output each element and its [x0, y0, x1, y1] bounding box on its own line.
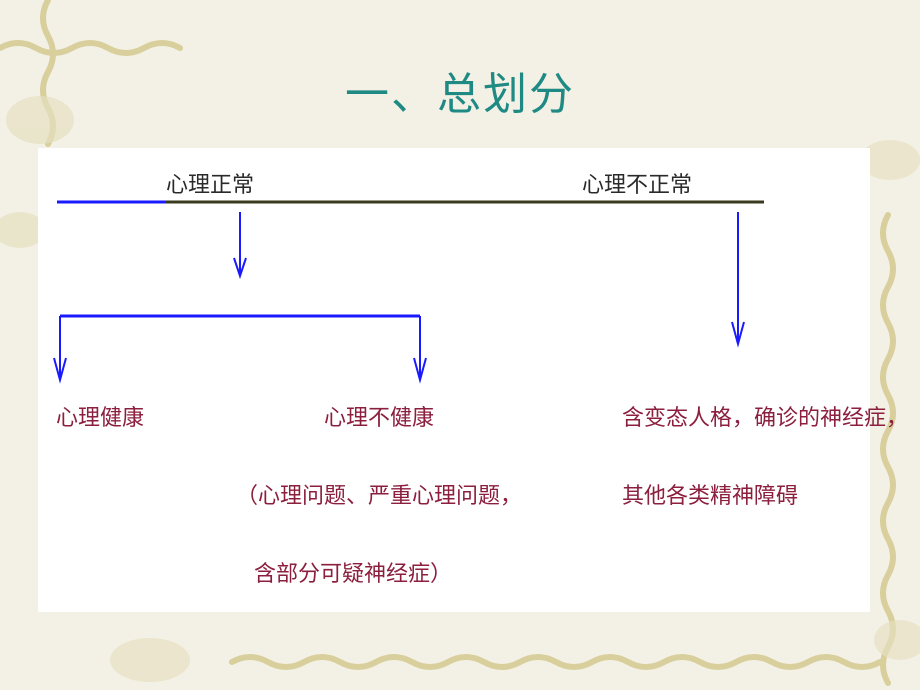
label-unhealthy-note-2: 含部分可疑神经症）	[254, 562, 453, 587]
label-mental-unhealthy: 心理不健康	[324, 406, 435, 431]
arrowhead-healthy	[53, 357, 67, 384]
leaf-shape	[0, 212, 46, 248]
label-mental-normal: 心理正常	[166, 173, 255, 198]
leaf-shape	[860, 140, 920, 180]
leaf-shape	[110, 638, 190, 682]
vine-top-left	[0, 40, 183, 56]
leaf-shape	[6, 96, 74, 144]
vine-right-vertical	[880, 212, 896, 686]
label-mental-healthy: 心理健康	[56, 406, 145, 431]
leaf-shape	[874, 620, 920, 660]
label-unhealthy-note-1: （心理问题、严重心理问题，	[236, 484, 523, 509]
arrowhead-normal	[233, 257, 247, 280]
arrowhead-abnormal	[731, 321, 745, 348]
vine-bottom	[229, 654, 883, 670]
slide-title: 一、总划分	[345, 69, 575, 120]
label-mental-abnormal: 心理不正常	[582, 173, 693, 198]
diagram-panel	[38, 148, 870, 612]
arrowhead-unhealthy	[413, 357, 427, 384]
label-abnormal-line-2: 其他各类精神障碍	[622, 484, 799, 509]
label-abnormal-line-1: 含变态人格，确诊的神经症，	[622, 406, 909, 431]
